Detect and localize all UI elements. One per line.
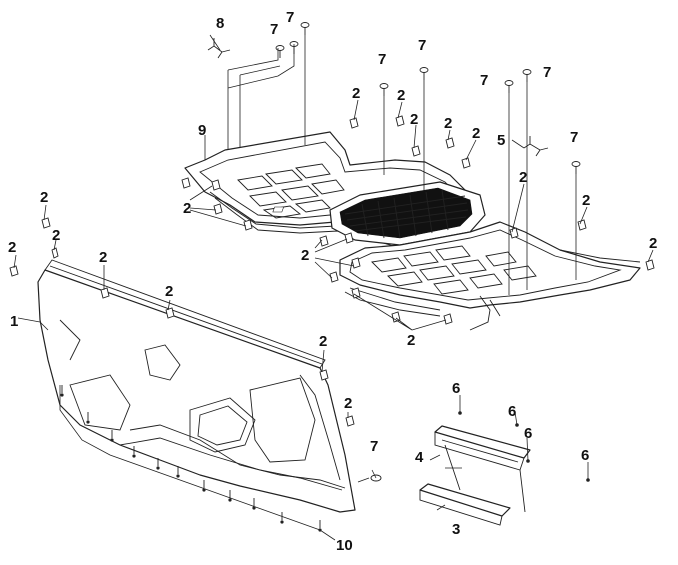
callout-2: 2 (444, 115, 452, 132)
callout-7: 7 (286, 9, 294, 26)
clips (9, 115, 655, 427)
callout-10: 10 (336, 537, 353, 554)
bracket-fasteners (458, 411, 590, 482)
callout-2: 2 (352, 85, 360, 102)
callout-labels: 8 7 7 7 7 7 7 7 7 9 5 1 3 4 6 6 6 6 10 2… (8, 9, 657, 554)
callout-7: 7 (543, 64, 551, 81)
callout-7: 7 (270, 21, 278, 38)
callout-5: 5 (497, 132, 505, 149)
upper-pan-emboss (237, 163, 345, 219)
front-pan-emboss (371, 245, 537, 295)
front-floor-pan (339, 221, 641, 331)
panel-fasteners (60, 385, 322, 532)
callout-2: 2 (407, 332, 415, 349)
callout-2: 2 (344, 395, 352, 412)
leader-lines (13, 34, 654, 541)
callout-2: 2 (183, 200, 191, 217)
bracket-upper (434, 425, 531, 471)
callout-2: 2 (99, 249, 107, 266)
callout-7: 7 (570, 129, 578, 146)
callout-6: 6 (508, 403, 516, 420)
callout-6: 6 (524, 425, 532, 442)
callout-2: 2 (8, 239, 16, 256)
callout-8: 8 (216, 15, 224, 32)
callout-6: 6 (452, 380, 460, 397)
center-grid-panel (272, 181, 486, 246)
callout-2: 2 (319, 333, 327, 350)
bracket-lines (444, 444, 526, 513)
callout-7: 7 (480, 72, 488, 89)
callout-9: 9 (198, 122, 206, 139)
bolts (275, 22, 581, 483)
callout-2: 2 (649, 235, 657, 252)
callout-2: 2 (40, 189, 48, 206)
callout-2: 2 (165, 283, 173, 300)
bracket-lower (419, 483, 511, 526)
callout-7: 7 (370, 438, 378, 455)
callout-7: 7 (418, 37, 426, 54)
callout-6: 6 (581, 447, 589, 464)
callout-2: 2 (582, 192, 590, 209)
callout-2: 2 (52, 227, 60, 244)
callout-7: 7 (378, 51, 386, 68)
grid-cells (272, 206, 285, 213)
callout-2: 2 (472, 125, 480, 142)
callout-2: 2 (519, 169, 527, 186)
side-panel (37, 259, 356, 513)
callout-3: 3 (452, 521, 460, 538)
callout-4: 4 (415, 449, 424, 466)
callout-2: 2 (410, 111, 418, 128)
callout-1: 1 (10, 313, 18, 330)
callout-2: 2 (397, 87, 405, 104)
callout-2: 2 (301, 247, 309, 264)
